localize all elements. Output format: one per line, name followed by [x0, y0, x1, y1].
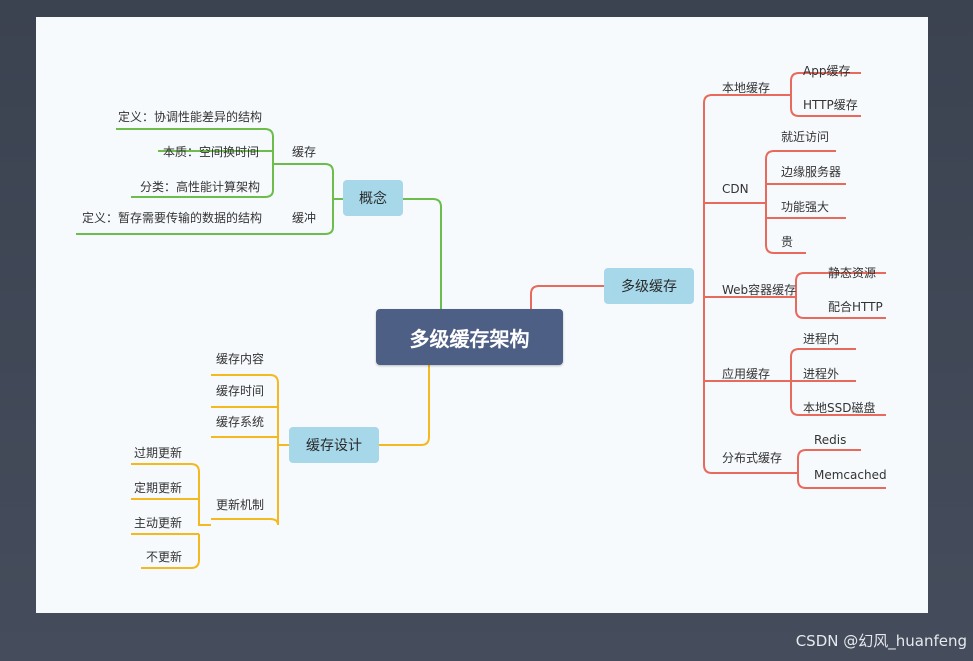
design-time: 缓存时间 — [216, 384, 265, 398]
cdn-edge: 边缘服务器 — [781, 165, 842, 179]
concept-node[interactable]: 概念 — [343, 180, 403, 216]
web-static: 静态资源 — [828, 266, 877, 280]
cache-category: 分类：高性能计算架构 — [140, 180, 261, 194]
cdn-nearby: 就近访问 — [781, 130, 830, 144]
local-cache-app: App缓存 — [803, 64, 851, 78]
web-http: 配合HTTP — [828, 300, 883, 314]
update-periodic: 定期更新 — [134, 481, 183, 495]
mindmap-canvas: 多级缓存架构 概念 缓存 缓冲 定义：协调性能差异的结构 本质：空间换时间 分类… — [36, 17, 928, 613]
buffer-definition: 定义：暂存需要传输的数据的结构 — [82, 211, 263, 225]
multi-level-label: 多级缓存 — [621, 279, 677, 295]
design-content: 缓存内容 — [216, 352, 265, 366]
cache-essence: 本质：空间换时间 — [163, 145, 260, 159]
cache-label: 缓存 — [292, 145, 317, 159]
app-cache-label: 应用缓存 — [722, 367, 771, 381]
buffer-label: 缓冲 — [292, 211, 317, 225]
cdn-expensive: 贵 — [781, 235, 794, 249]
concept-label: 概念 — [359, 191, 387, 207]
app-out-process: 进程外 — [803, 367, 840, 381]
update-active: 主动更新 — [134, 516, 183, 530]
multi-level-node[interactable]: 多级缓存 — [604, 268, 694, 304]
distributed-label: 分布式缓存 — [722, 451, 783, 465]
app-ssd: 本地SSD磁盘 — [803, 401, 876, 415]
design-label: 缓存设计 — [306, 438, 362, 454]
cache-definition: 定义：协调性能差异的结构 — [118, 110, 263, 124]
cdn-label: CDN — [722, 182, 749, 196]
design-system: 缓存系统 — [216, 415, 265, 429]
update-expire: 过期更新 — [134, 446, 183, 460]
web-container-label: Web容器缓存 — [722, 283, 797, 297]
update-none: 不更新 — [146, 550, 183, 564]
design-node[interactable]: 缓存设计 — [289, 427, 379, 463]
root-node[interactable]: 多级缓存架构 — [376, 309, 563, 365]
cdn-powerful: 功能强大 — [781, 200, 830, 214]
update-mechanism-label: 更新机制 — [216, 498, 265, 512]
distributed-memcached: Memcached — [814, 468, 887, 482]
root-label: 多级缓存架构 — [409, 326, 530, 351]
distributed-redis: Redis — [814, 433, 847, 447]
connector-lines — [76, 72, 886, 569]
app-in-process: 进程内 — [803, 332, 840, 346]
local-cache-http: HTTP缓存 — [803, 98, 858, 112]
local-cache-label: 本地缓存 — [722, 81, 771, 95]
csdn-watermark: CSDN @幻风_huanfeng — [795, 632, 967, 650]
